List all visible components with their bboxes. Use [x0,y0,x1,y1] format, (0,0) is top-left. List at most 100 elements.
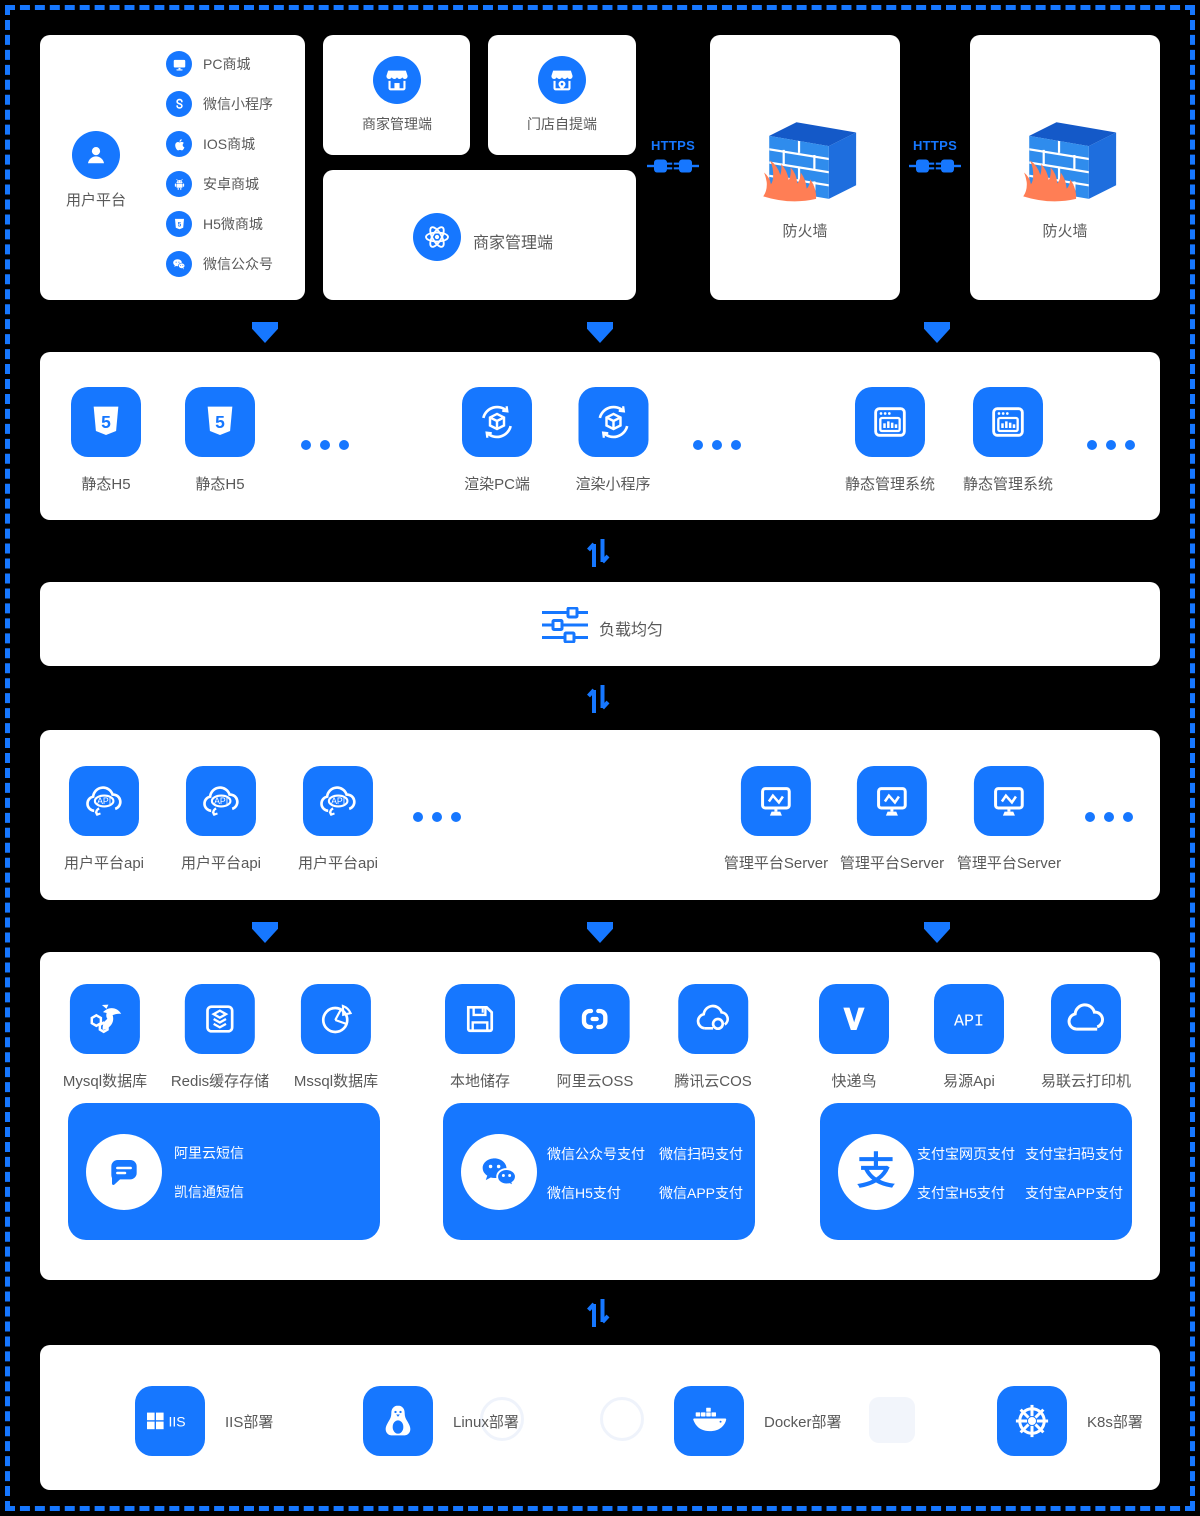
wechat-pay-icon [461,1134,537,1210]
mysql-dolphin-icon [69,984,140,1054]
api-text-icon: API [934,984,1004,1054]
dashboard-window-icon [854,387,925,457]
docker-whale-icon [674,1386,744,1456]
node-label: 易联云打印机 [1040,1073,1132,1090]
channel-item: 5 H5微商城 [166,204,273,244]
chat-bubble-icon [86,1134,162,1210]
node-label: 静态管理系统 [962,476,1054,493]
node-label: IIS部署 [225,1413,274,1431]
firewall-right-label: 防火墙 [1042,223,1088,240]
down-arrow-icon [252,922,278,943]
svg-text:5: 5 [215,412,225,432]
firewall-icon [763,122,857,202]
api-cloud-icon: API [186,766,256,836]
atom-icon [413,213,461,261]
swap-arrows-icon [586,1298,610,1333]
mgmt-server-node: 管理平台Server [957,766,1061,873]
sms-item: 凯信通短信 [174,1184,244,1200]
ellipsis-icon [1087,440,1135,450]
node-label: K8s部署 [1087,1413,1143,1431]
channel-item: 安卓商城 [166,164,273,204]
pc-monitor-icon [166,51,192,77]
node-label: Docker部署 [764,1413,842,1431]
channel-label: 安卓商城 [203,176,259,192]
node-label: 阿里云OSS [556,1073,634,1090]
firewall-left-label: 防火墙 [782,223,828,240]
android-icon [166,171,192,197]
render-cube-icon [577,387,648,457]
alipay-glyph: 支 [856,1151,895,1193]
ellipsis-icon [413,812,461,822]
pie-chart-icon [300,984,371,1054]
plug-icon [647,159,699,173]
apple-icon [166,131,192,157]
api-cloud-icon: API [69,766,139,836]
mysql-node: Mysql数据库 [63,984,147,1091]
svg-text:API: API [214,796,228,806]
load-balancer-label: 负载均匀 [599,622,664,639]
windows-iis-icon: IIS [135,1386,205,1456]
pay-item: 微信公众号支付 [547,1146,645,1162]
user-platform-node: 用户平台 [66,131,126,210]
iis-deploy-node: IIS IIS部署 [135,1386,273,1456]
firewall-icon [1023,122,1117,202]
channel-label: 微信小程序 [203,96,273,112]
redis-node: Redis缓存存储 [171,984,269,1091]
sms-item: 阿里云短信 [174,1145,244,1161]
merchant-admin-main-card [323,170,636,300]
pay-item: 支付宝网页支付 [917,1146,1015,1162]
plug-icon [909,159,961,173]
dashboard-window-icon [972,387,1043,457]
https-label: HTTPS [912,138,958,153]
kdniao-node: 快递鸟 [819,984,889,1091]
tencent-cos-node: 腾讯云COS [674,984,752,1091]
pay-item: 支付宝APP支付 [1025,1185,1124,1201]
aliyun-oss-node: 阿里云OSS [556,984,634,1091]
svg-text:API: API [97,796,111,806]
channel-item: 微信小程序 [166,84,273,124]
server-monitor-icon [857,766,927,836]
ellipsis-icon [1085,812,1133,822]
alipay-panel: 支 支付宝网页支付 支付宝扫码支付 支付宝H5支付 支付宝APP支付 [820,1103,1132,1240]
static-admin-node: 静态管理系统 [963,387,1053,494]
merchant-admin-label: 商家管理端 [362,116,432,132]
down-arrow-icon [924,322,950,343]
render-cube-icon [462,387,532,457]
node-label: 腾讯云COS [674,1073,752,1090]
user-api-node: API 用户平台api [181,766,261,873]
static-h5-node: 5 静态H5 [185,387,255,494]
brackets-icon [560,984,630,1054]
svg-text:5: 5 [177,221,181,228]
node-label: 渲染小程序 [575,476,651,493]
node-label: 管理平台Server [723,855,829,872]
cloud-printer-node: 易联云打印机 [1041,984,1131,1091]
node-label: 管理平台Server [839,855,945,872]
store-pickup-node: 门店自提端 [527,56,597,134]
html5-tile-icon: 5 [71,387,141,457]
merchant-admin-main-node [413,213,461,261]
svg-text:IIS: IIS [169,1413,186,1429]
wechat-miniprogram-icon [166,91,192,117]
pay-item: 微信H5支付 [547,1185,621,1201]
user-api-node: API 用户平台api [64,766,144,873]
api-cloud-icon: API [303,766,373,836]
html5-tile-icon: 5 [185,387,255,457]
swap-arrows-icon [586,684,610,719]
swap-arrows-icon [586,538,610,573]
https-connector-right: HTTPS [909,138,961,175]
merchant-admin-main-label: 商家管理端 [473,235,554,252]
svg-text:API: API [331,796,345,806]
ghost-tile-icon [869,1397,915,1443]
floppy-disk-icon [445,984,515,1054]
storefront-pin-icon [538,56,586,104]
down-arrow-icon [587,322,613,343]
cloud-icon [677,984,748,1054]
node-label: 易源Api [943,1073,995,1090]
svg-text:API: API [954,1012,984,1031]
k8s-helm-icon [997,1386,1067,1456]
node-label: Redis缓存存储 [170,1073,270,1090]
user-api-node: API 用户平台api [298,766,378,873]
wechat-pay-panel: 微信公众号支付 微信扫码支付 微信H5支付 微信APP支付 [443,1103,755,1240]
html5-icon: 5 [166,211,192,237]
load-balancer-card [40,582,1160,666]
